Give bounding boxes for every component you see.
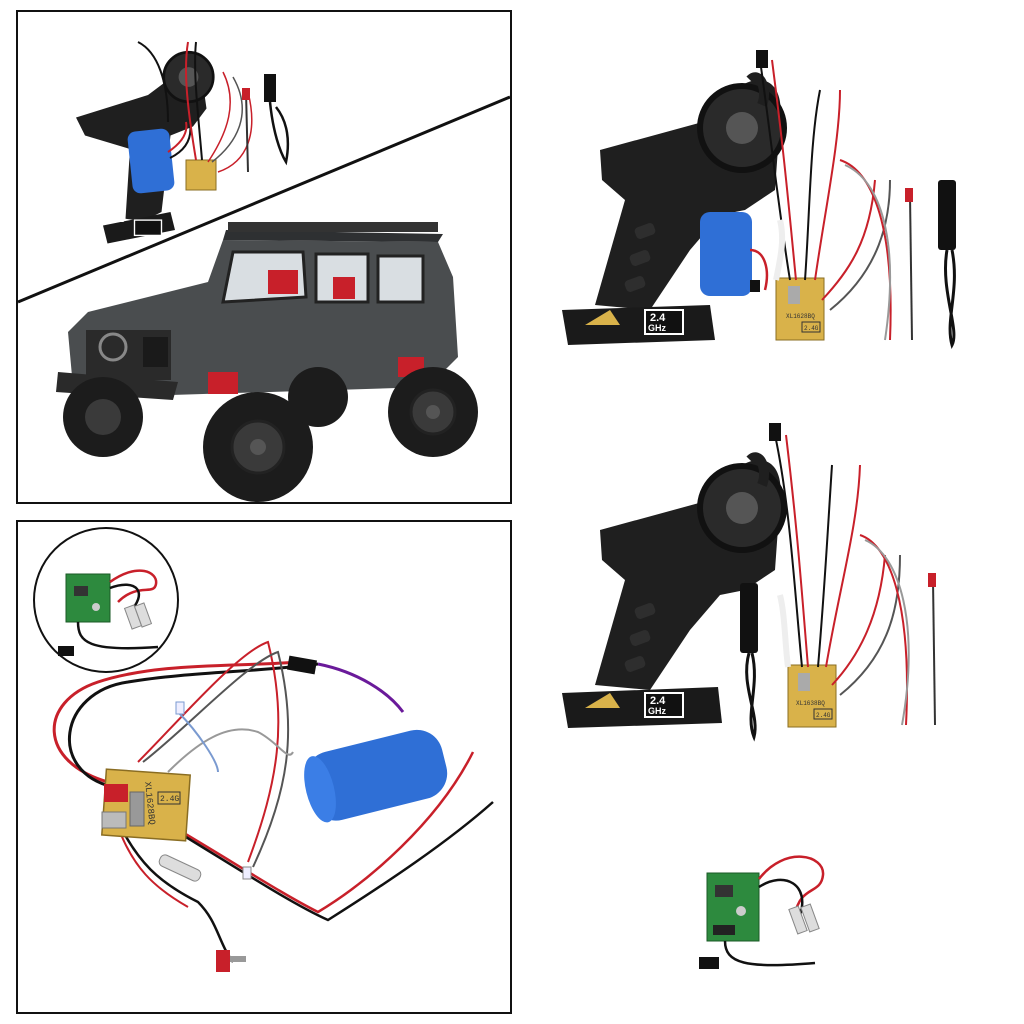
board-freq-label-2: 2.4G — [816, 712, 831, 719]
board-freq-label-a: 2.4G — [160, 795, 179, 804]
transmitter-set-2-illustration: 2.4 GHz XL1638BQ 2.4G — [562, 423, 936, 742]
receiver-wire-black — [758, 878, 804, 916]
power-switch — [216, 950, 246, 972]
band-label-top-1: 2.4 — [650, 312, 666, 324]
band-label-top-2: 2.4 — [650, 695, 666, 707]
wiring-illustration: XL1628BQ 2.4G — [33, 527, 494, 972]
band-label-top-small: 2.4 — [110, 204, 124, 215]
receiver-board-yellow: XL1628BQ 2.4G — [100, 768, 192, 842]
receiver-wire-red — [758, 855, 825, 916]
switch-small — [242, 88, 250, 173]
band-label-bottom-small: GHz — [108, 215, 124, 224]
transmitter-2: 2.4 GHz — [562, 452, 787, 728]
wire-harness — [52, 640, 494, 963]
panel-kit-and-truck: 2.4 GHz — [16, 10, 512, 504]
receiver-board-green-inset — [58, 569, 159, 656]
transmitter-1: 2.4 GHz — [562, 72, 787, 345]
transmitter-set-1-illustration: 2.4 GHz XL1628BQ 2.4G — [562, 50, 956, 350]
receiver-plug — [699, 957, 719, 969]
wheel-rear-right — [388, 367, 478, 457]
board-model-label-1: XL1628BQ — [786, 313, 815, 320]
wires-2 — [774, 434, 910, 726]
battery-pack — [304, 729, 448, 823]
wheel-front-right — [203, 392, 313, 502]
wires-1 — [759, 59, 892, 341]
transmitter-base — [562, 305, 715, 345]
logo-icon-1 — [585, 310, 620, 325]
product-receiver-green — [695, 845, 835, 975]
heat-shrink-sleeve — [158, 854, 202, 882]
charger-cable-1 — [938, 180, 956, 350]
board-model-label-2: XL1638BQ — [796, 700, 825, 707]
rc-truck — [56, 222, 478, 502]
charger-cable-2 — [740, 583, 758, 742]
kit-and-truck-illustration: 2.4 GHz — [18, 41, 510, 502]
battery-small — [127, 121, 192, 194]
battery-1 — [700, 212, 769, 296]
connector-plug — [286, 655, 318, 675]
receiver-board-2: XL1638BQ 2.4G — [787, 664, 837, 728]
led-light-1 — [175, 701, 185, 715]
product-set-1: 2.4 GHz XL1628BQ 2.4G — [540, 40, 1010, 360]
charger-cable-small — [264, 74, 290, 166]
logo-icon-2 — [585, 693, 620, 708]
wheel-rear-left — [288, 367, 348, 427]
band-label-bottom-1: GHz — [648, 323, 667, 333]
receiver-board-1: XL1628BQ 2.4G — [775, 277, 825, 341]
connector-2 — [769, 423, 781, 441]
connector-1 — [756, 50, 768, 68]
receiver-green-illustration — [699, 855, 825, 969]
product-set-2: 2.4 GHz XL1638BQ 2.4G — [540, 415, 1010, 745]
board-model-label-a: XL1628BQ — [142, 781, 156, 825]
wheel-front-left — [63, 377, 143, 457]
receiver-board-small — [137, 41, 253, 191]
diagonal-divider — [18, 95, 510, 304]
switch-2 — [928, 573, 936, 726]
led-light-2 — [242, 866, 252, 880]
switch-1 — [905, 188, 913, 341]
panel-wiring: XL1628BQ 2.4G — [16, 520, 512, 1014]
band-label-bottom-2: GHz — [648, 706, 667, 716]
board-freq-label-1: 2.4G — [804, 325, 819, 332]
